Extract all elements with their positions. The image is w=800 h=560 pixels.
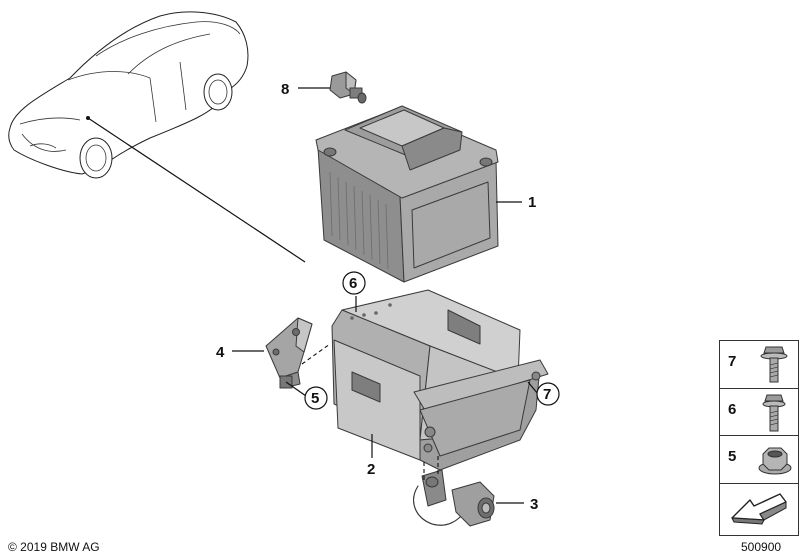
part-3-cable [413,469,495,527]
callout-5-circle [304,386,328,410]
diagram-number: 500900 [741,540,782,554]
small-parts-legend: 7 6 5 [719,340,799,536]
callout-7: 7 [543,386,551,403]
callout-4: 4 [216,344,225,361]
part-1-battery [315,105,499,283]
legend-cell-7: 7 [720,341,798,389]
location-leader-line [87,117,306,263]
bolt-with-washer-icon [760,346,788,383]
callout-8: 8 [281,81,289,98]
car-outline [8,11,249,179]
callout-7-circle [536,382,560,406]
legend-number: 5 [728,448,737,465]
callout-2: 2 [367,461,375,478]
legend-cell-arrow [720,484,798,532]
callout-6: 6 [349,275,357,292]
part-4-bracket [265,317,313,389]
hex-nut-icon [758,447,792,475]
callout-5: 5 [311,390,319,407]
legend-number: 6 [728,400,737,418]
legend-number: 7 [728,353,737,370]
callout-6-circle [342,271,366,295]
part-8-connector [329,71,367,104]
legend-cell-5: 5 [720,436,798,484]
bolt-with-washer-icon [762,394,786,431]
part-2-battery-tray [331,289,549,471]
callout-3: 3 [530,496,538,513]
callout-1: 1 [528,194,536,211]
legend-cell-6: 6 [720,389,798,436]
copyright-text: © 2019 BMW AG [8,540,100,554]
arrow-icon [731,492,787,525]
